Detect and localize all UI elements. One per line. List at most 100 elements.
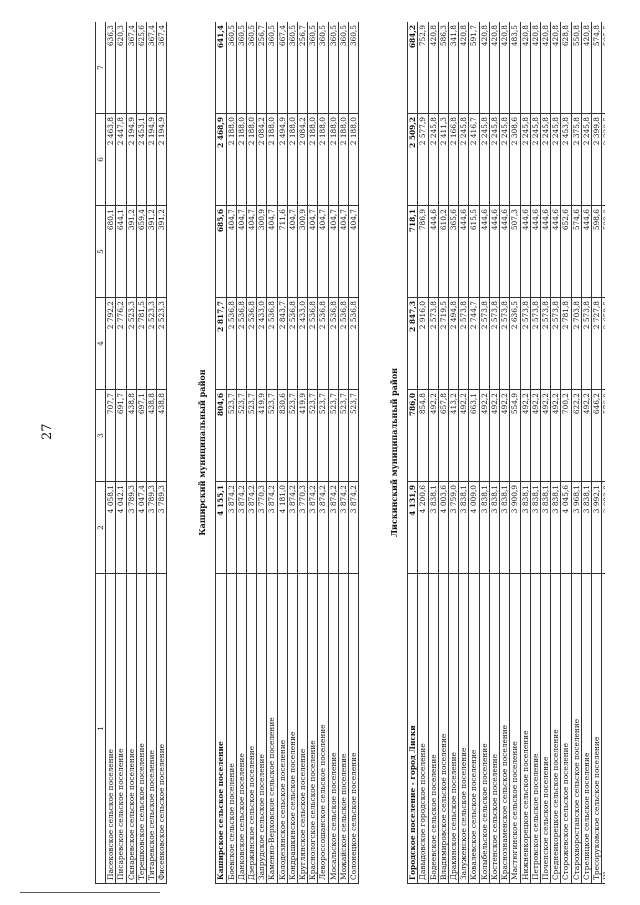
value-cell: 598,6 — [591, 205, 602, 298]
value-cell: 2 781,8 — [560, 297, 572, 390]
value-cell: 420,8 — [489, 22, 500, 114]
value-cell: 657,8 — [438, 389, 449, 482]
value-cell: 2 577,9 — [417, 113, 429, 206]
value-cell: 492,2 — [530, 389, 541, 482]
value-cell: 646,2 — [591, 389, 602, 482]
value-cell: 3 789,3 — [126, 481, 137, 574]
value-cell: 360,5 — [287, 22, 298, 114]
value-cell: 2 188,0 — [236, 113, 247, 206]
value-cell: 2 411,3 — [438, 113, 449, 206]
value-cell: 711,6 — [277, 205, 288, 298]
value-cell: 2 188,0 — [266, 113, 278, 206]
value-cell: 523,7 — [338, 389, 349, 482]
value-cell: 2 308,6 — [509, 113, 520, 206]
value-cell: 700,2 — [560, 389, 572, 482]
value-cell: 444,6 — [581, 205, 592, 298]
value-cell: 3 759,0 — [448, 481, 459, 574]
value-cell: 2 188,0 — [328, 113, 339, 206]
settlement-name-cell: Колодезянское сельское поселение — [277, 573, 288, 884]
value-cell: 2 573,8 — [550, 297, 561, 390]
district-title: Каширский муниципальный район — [197, 369, 208, 536]
value-cell: 586,3 — [438, 22, 449, 114]
value-cell: 3 789,3 — [146, 481, 157, 574]
value-cell: 3 992,1 — [591, 481, 602, 574]
value-cell: 300,9 — [256, 205, 267, 298]
settlement-name-cell: Запрудское сельское поселение — [256, 573, 267, 884]
settlement-name-cell: Петровское сельское поселение — [530, 573, 541, 884]
value-cell: 256,7 — [297, 22, 308, 114]
value-cell: 444,6 — [479, 205, 490, 298]
value-cell: 2 573,8 — [489, 297, 500, 390]
value-cell: 341,8 — [448, 22, 459, 114]
value-cell: 404,7 — [226, 205, 237, 298]
value-cell: 3 770,3 — [256, 481, 267, 574]
value-cell: 367,4 — [156, 22, 167, 114]
value-cell: 523,7 — [348, 389, 359, 482]
settlement-name-cell: Круглянское сельское поселение — [297, 573, 308, 884]
value-cell: 2 188,0 — [246, 113, 257, 206]
settlement-name-cell: Нижнеикорецкое сельское поселение — [520, 573, 531, 884]
settlement-name-cell: Титаревское сельское поселение — [146, 573, 157, 884]
value-cell: 2 817,7 — [215, 297, 227, 390]
settlement-name-cell: Щучинское сельское поселение — [601, 573, 605, 884]
value-cell: 420,8 — [520, 22, 531, 114]
value-cell: 404,7 — [266, 205, 278, 298]
value-cell: 505,5 — [601, 22, 605, 114]
value-cell: 419,9 — [297, 389, 308, 482]
value-cell: 492,2 — [550, 389, 561, 482]
value-cell: 420,8 — [458, 22, 469, 114]
settlement-name-cell: Среднеикорецкое сельское поселение — [550, 573, 561, 884]
settlement-name-cell: Каширское сельское поселение — [215, 573, 227, 884]
value-cell: 3 874,2 — [307, 481, 318, 574]
value-cell: 685,6 — [215, 205, 227, 298]
value-cell: 2 188,0 — [307, 113, 318, 206]
value-cell: 3 874,2 — [338, 481, 349, 574]
value-cell: 2 245,8 — [458, 113, 469, 206]
column-header: 2 — [95, 481, 106, 574]
value-cell: 444,6 — [428, 205, 439, 298]
value-cell: 523,7 — [307, 389, 318, 482]
settlement-name-cell: Пасековское сельское поселение — [105, 573, 116, 884]
value-cell: 854,8 — [417, 389, 429, 482]
value-cell: 2 468,9 — [215, 113, 227, 206]
value-cell: 652,6 — [560, 205, 572, 298]
settlement-name-cell: Писаревское сельское поселение — [115, 573, 127, 884]
value-cell: 360,5 — [328, 22, 339, 114]
district-title-row: Каширский муниципальный район — [181, 22, 216, 884]
value-cell: 3 874,2 — [236, 481, 247, 574]
value-cell: 420,8 — [499, 22, 510, 114]
value-cell: 404,7 — [236, 205, 247, 298]
value-cell: 391,2 — [146, 205, 157, 298]
value-cell: 404,7 — [328, 205, 339, 298]
value-cell: 644,1 — [115, 205, 127, 298]
value-cell: 444,6 — [530, 205, 541, 298]
value-cell: 420,8 — [540, 22, 551, 114]
value-cell: 483,5 — [509, 22, 520, 114]
value-cell: 492,2 — [499, 389, 510, 482]
value-cell: 684,2 — [407, 22, 418, 114]
settlement-name-cell: Солонецкое сельское поселение — [348, 573, 359, 884]
value-cell: 2 194,9 — [146, 113, 157, 206]
value-cell: 3 789,3 — [156, 481, 167, 574]
column-header: 4 — [95, 297, 106, 390]
value-cell: 3 874,2 — [328, 481, 339, 574]
value-cell: 2 188,0 — [226, 113, 237, 206]
value-cell: 523,7 — [317, 389, 329, 482]
